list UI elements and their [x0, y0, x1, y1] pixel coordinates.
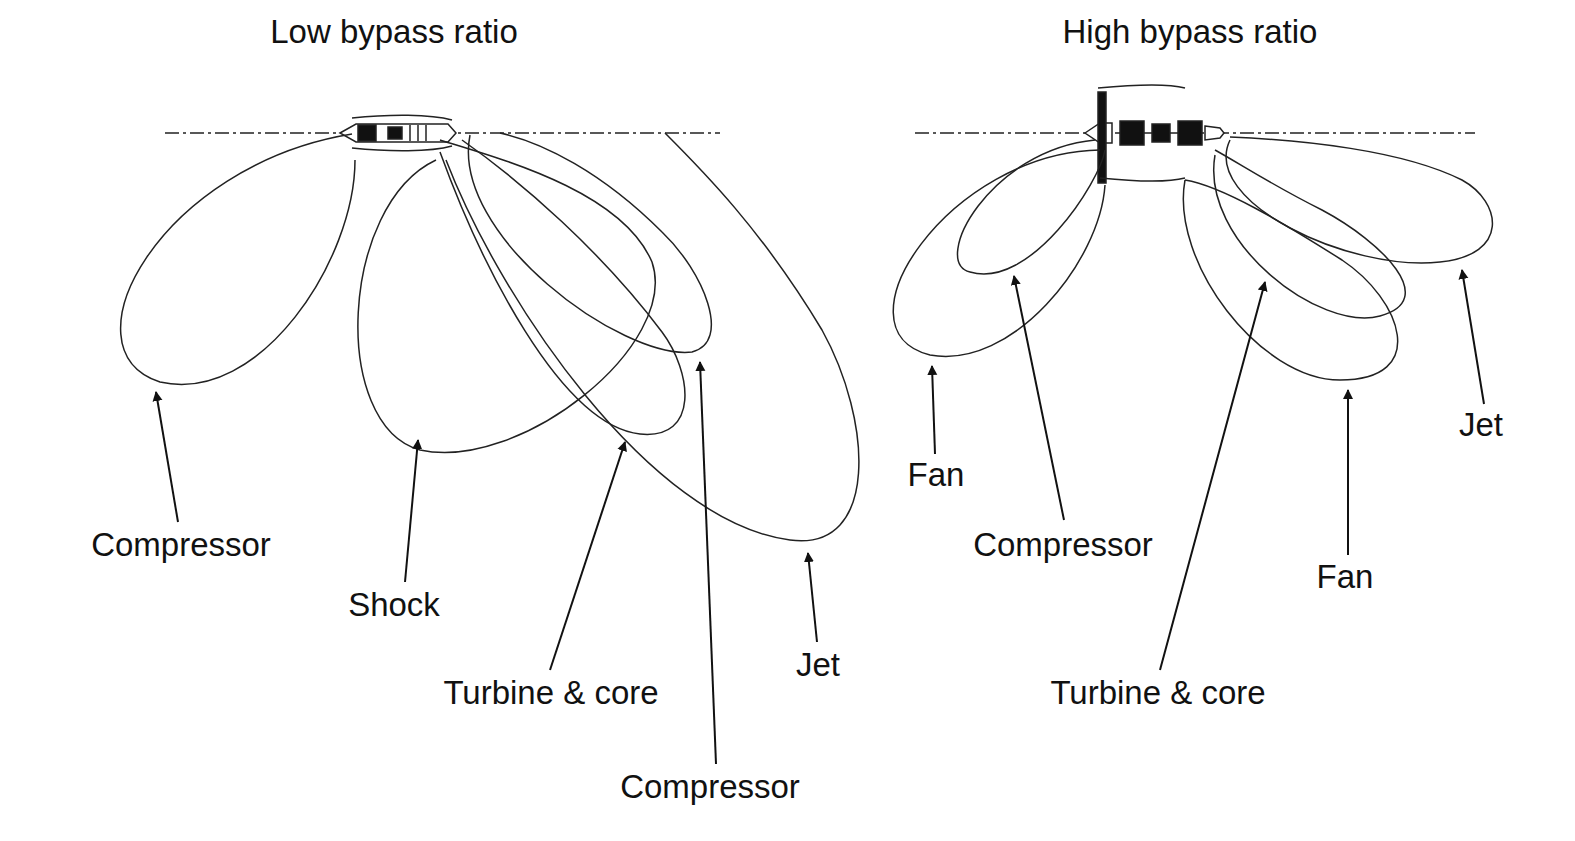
component-label: Shock [346, 586, 442, 624]
low-bypass-engine [340, 115, 456, 151]
component-label: Turbine & core [1048, 674, 1267, 712]
leader-line [1014, 276, 1064, 520]
leader-line [156, 392, 178, 522]
component-label: Compressor [618, 768, 802, 806]
fan-front-lobe [893, 150, 1105, 356]
component-label: Turbine & core [441, 674, 660, 712]
compressor-lobe [121, 134, 355, 384]
high-bypass-engine [1085, 85, 1224, 183]
compressor-rear-lobe [468, 133, 711, 352]
component-label: Jet [794, 646, 842, 684]
leader-line [932, 366, 935, 454]
component-label: Fan [1315, 558, 1376, 596]
component-label: Compressor [971, 526, 1155, 564]
panel-heading: Low bypass ratio [268, 13, 520, 51]
leader-line [700, 362, 716, 764]
leader-line [1347, 390, 1349, 555]
jet-lobe [446, 133, 859, 541]
fan-rear-lobe [1183, 180, 1397, 380]
component-label: Compressor [89, 526, 273, 564]
component-label: Fan [906, 456, 967, 494]
turbine-core-lobe [1214, 150, 1406, 318]
turbine-core-lobe [440, 140, 685, 434]
leader-line [550, 442, 625, 670]
panel-heading: High bypass ratio [1061, 13, 1320, 51]
leader-line [808, 553, 817, 642]
component-label: Jet [1457, 406, 1505, 444]
compressor-front-lobe [958, 140, 1105, 274]
leader-line [1160, 282, 1265, 670]
leader-line [1462, 270, 1484, 404]
leader-line [405, 440, 418, 582]
jet-lobe [1226, 137, 1492, 263]
